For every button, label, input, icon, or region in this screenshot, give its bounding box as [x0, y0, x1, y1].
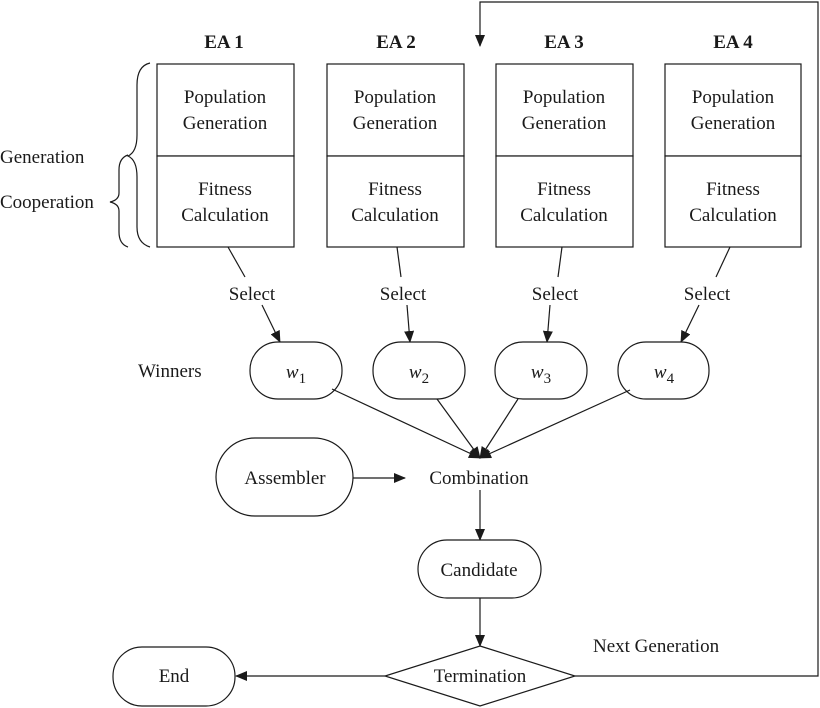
- generation-brace: [126, 62, 151, 248]
- select-arrow: [680, 304, 700, 343]
- calculation-label: Calculation: [520, 205, 608, 226]
- generation-label: Generation: [0, 147, 85, 168]
- w1-to-combination-arrow: [331, 388, 481, 459]
- combination-label: Combination: [429, 468, 529, 489]
- select-label: Select: [532, 284, 579, 305]
- winner-w2-label: w2: [409, 362, 429, 387]
- ea-column-3: EA 3 Population Generation Fitness Calcu…: [494, 32, 634, 400]
- winners-label: Winners: [138, 361, 202, 382]
- fitness-label: Fitness: [198, 179, 252, 200]
- select-label: Select: [229, 284, 276, 305]
- ea-title: EA 4: [713, 32, 753, 53]
- end-label: End: [159, 666, 190, 687]
- w2-to-combination-arrow: [436, 398, 481, 459]
- population-generation-box: [156, 63, 295, 157]
- calculation-label: Calculation: [181, 205, 269, 226]
- winner-w1-label: w1: [286, 362, 306, 387]
- cooperation-brace: [109, 154, 129, 248]
- generation-box-label: Generation: [353, 113, 438, 134]
- end-node: [112, 646, 236, 707]
- next-generation-loop-arrow: [475, 1, 819, 677]
- winner-var: w: [531, 362, 544, 383]
- select-arrow: [542, 304, 553, 343]
- fitness-calculation-box: [156, 155, 295, 248]
- next-generation-label: Next Generation: [593, 636, 720, 657]
- w3-to-combination-arrow: [479, 398, 519, 459]
- ea-column-4: EA 4 Population Generation Fitness Calcu…: [617, 32, 802, 400]
- ea-column-2: EA 2 Population Generation Fitness Calcu…: [326, 32, 466, 400]
- ea-column-1: EA 1 Population Generation Fitness Calcu…: [156, 32, 343, 400]
- fitness-label: Fitness: [537, 179, 591, 200]
- ea-title: EA 1: [204, 32, 244, 53]
- select-label: Select: [380, 284, 427, 305]
- winner-var: w: [654, 362, 667, 383]
- population-generation-box: [326, 63, 465, 157]
- winner-subscript: 3: [544, 371, 552, 387]
- winner-subscript: 2: [422, 371, 430, 387]
- winner-node-w4: [617, 341, 710, 400]
- fitness-label: Fitness: [706, 179, 760, 200]
- assembler-label: Assembler: [244, 468, 326, 489]
- termination-diamond: [383, 645, 577, 707]
- winner-node-w1: [249, 341, 343, 400]
- select-connector: [227, 246, 246, 278]
- winner-node-w2: [372, 341, 466, 400]
- population-generation-box: [664, 63, 802, 157]
- winner-var: w: [409, 362, 422, 383]
- generation-box-label: Generation: [691, 113, 776, 134]
- population-label: Population: [523, 87, 606, 108]
- cooperation-label: Cooperation: [0, 192, 94, 213]
- calculation-label: Calculation: [689, 205, 777, 226]
- winner-subscript: 4: [667, 371, 675, 387]
- ea-title: EA 3: [544, 32, 584, 53]
- termination-label: Termination: [434, 666, 527, 687]
- winner-node-w3: [494, 341, 588, 400]
- winner-w3-label: w3: [531, 362, 551, 387]
- population-label: Population: [692, 87, 775, 108]
- select-arrow: [261, 304, 281, 343]
- select-connector: [396, 246, 402, 278]
- assembler-node: [215, 437, 354, 517]
- select-connector: [557, 246, 563, 278]
- winner-var: w: [286, 362, 299, 383]
- w4-to-combination-arrow: [479, 389, 631, 459]
- select-label: Select: [684, 284, 731, 305]
- select-arrow: [404, 304, 415, 343]
- population-label: Population: [184, 87, 267, 108]
- winner-w4-label: w4: [654, 362, 675, 387]
- winner-subscript: 1: [299, 371, 307, 387]
- generation-box-label: Generation: [522, 113, 607, 134]
- calculation-label: Calculation: [351, 205, 439, 226]
- fitness-calculation-box: [326, 155, 465, 248]
- candidate-label: Candidate: [440, 560, 517, 581]
- fitness-calculation-box: [664, 155, 802, 248]
- select-connector: [715, 246, 731, 278]
- population-label: Population: [354, 87, 437, 108]
- generation-box-label: Generation: [183, 113, 268, 134]
- population-generation-box: [495, 63, 634, 157]
- ea-title: EA 2: [376, 32, 416, 53]
- fitness-label: Fitness: [368, 179, 422, 200]
- fitness-calculation-box: [495, 155, 634, 248]
